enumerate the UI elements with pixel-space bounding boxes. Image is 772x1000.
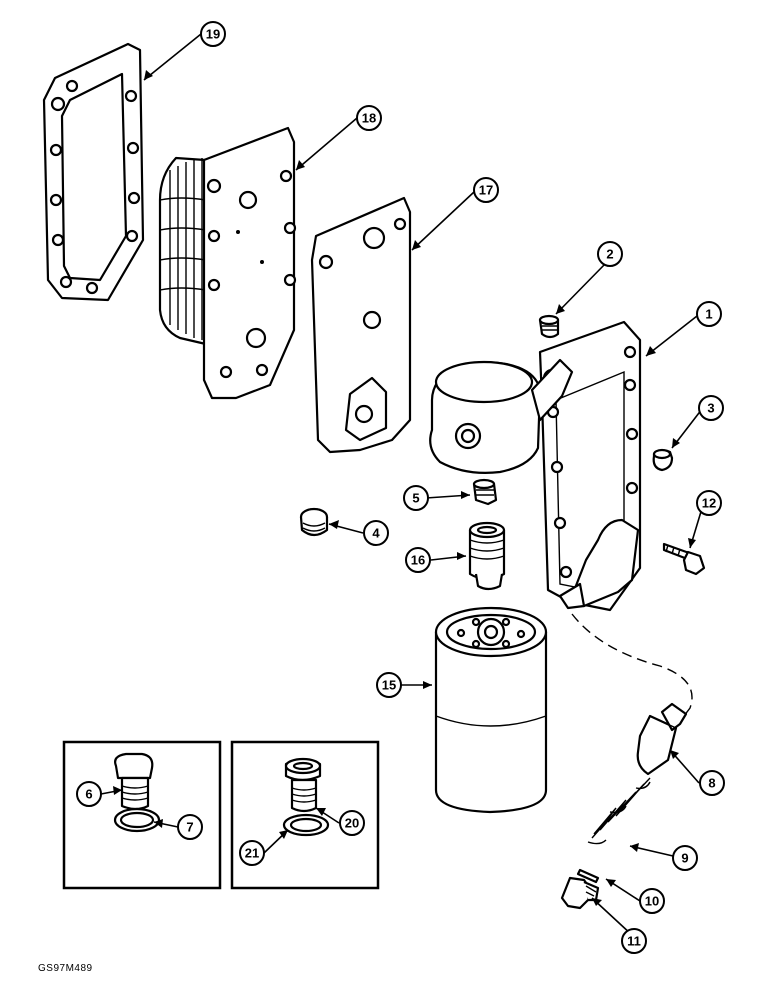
plug-part-11	[560, 876, 600, 910]
callout-18: 18	[356, 105, 382, 131]
inset-box-left	[62, 740, 222, 890]
callout-label: 1	[705, 307, 712, 322]
fitting-part-5	[472, 478, 498, 506]
gasket-part-17	[310, 196, 412, 454]
callout-17: 17	[473, 177, 499, 203]
washer-part-7	[113, 807, 161, 833]
callout-15: 15	[376, 672, 402, 698]
callout-7: 7	[177, 814, 203, 840]
callout-label: 3	[707, 401, 714, 416]
filter-head-part-1	[429, 320, 642, 612]
spring-part-9	[587, 777, 651, 845]
callout-19: 19	[200, 21, 226, 47]
oil-filter-part-15	[434, 606, 548, 814]
oil-cooler-part-18	[158, 126, 297, 400]
callout-3: 3	[698, 395, 724, 421]
reference-code: GS97M489	[38, 963, 93, 974]
callout-20: 20	[339, 810, 365, 836]
callout-label: 15	[382, 678, 396, 693]
callout-5: 5	[403, 485, 429, 511]
callout-8: 8	[699, 770, 725, 796]
callout-label: 18	[362, 111, 376, 126]
callout-9: 9	[672, 845, 698, 871]
dashed-assembly-line	[571, 613, 693, 717]
callout-21: 21	[239, 840, 265, 866]
gasket-part-19	[42, 42, 145, 302]
callout-2: 2	[597, 241, 623, 267]
callout-label: 6	[85, 787, 92, 802]
plug-part-3	[652, 448, 674, 472]
callout-label: 16	[411, 553, 425, 568]
callout-6: 6	[76, 781, 102, 807]
callout-4: 4	[363, 520, 389, 546]
washer-part-10	[576, 868, 600, 884]
adapter-part-16	[468, 521, 506, 591]
callout-label: 20	[345, 816, 359, 831]
callout-12: 12	[696, 490, 722, 516]
valve-part-8	[636, 702, 688, 776]
callout-11: 11	[621, 928, 647, 954]
callout-label: 21	[245, 846, 259, 861]
callout-label: 5	[412, 491, 419, 506]
callout-label: 9	[681, 851, 688, 866]
callout-label: 12	[702, 496, 716, 511]
callout-label: 2	[606, 247, 613, 262]
callout-label: 10	[645, 894, 659, 909]
callout-label: 17	[479, 183, 493, 198]
bolt-part-12	[662, 542, 706, 576]
callout-label: 11	[627, 934, 641, 949]
callout-10: 10	[639, 888, 665, 914]
callout-label: 4	[372, 526, 380, 541]
callout-label: 7	[186, 820, 193, 835]
plug-part-4	[299, 507, 329, 537]
callout-label: 8	[708, 776, 715, 791]
plug-part-2	[538, 314, 560, 339]
arrowheads	[113, 70, 696, 906]
callout-label: 19	[206, 27, 220, 42]
washer-part-21	[282, 813, 330, 837]
callout-16: 16	[405, 547, 431, 573]
plug-part-6	[114, 752, 154, 811]
callout-1: 1	[696, 301, 722, 327]
fitting-part-20	[284, 757, 322, 813]
